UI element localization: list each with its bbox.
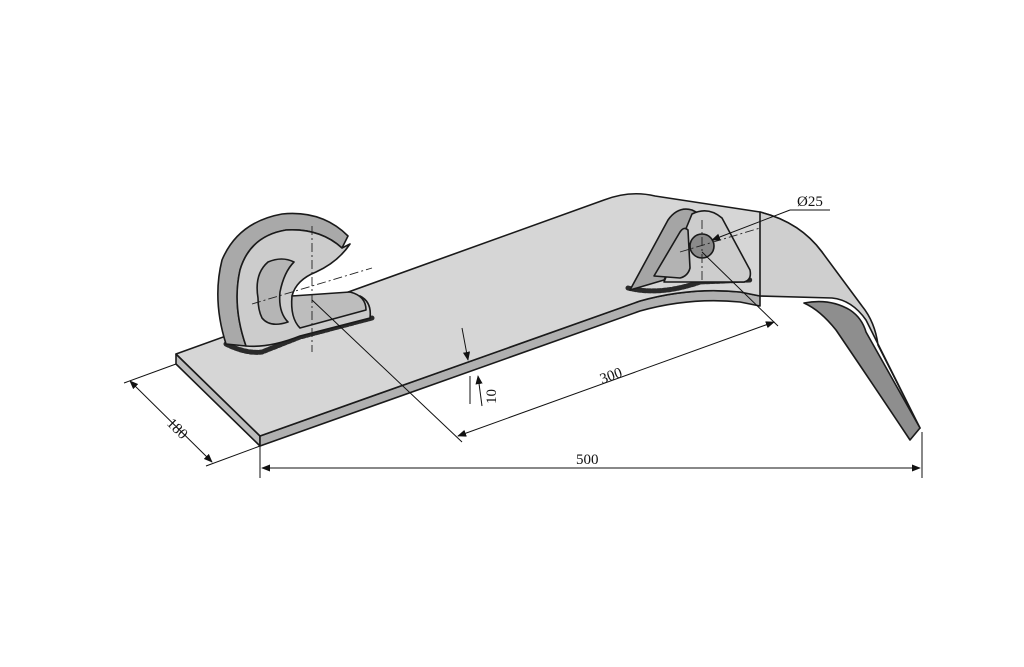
dimension-length-label: 500 [576,452,599,468]
dimension-hole-diameter-label: Ø25 [797,194,823,210]
plate-tail-underside [803,300,921,441]
hook-slot [256,258,295,326]
dimension-length: 500 [259,432,923,478]
hook-centerline-horizontal [251,267,373,305]
dimension-width-label: 180 [163,416,190,443]
lug-window [653,227,691,279]
dimension-hole-spacing-label: 300 [598,365,625,388]
hook-lip [290,291,367,329]
dimension-hole-spacing: 300 [311,251,779,443]
hook-weld [223,315,375,355]
dimension-hole-diameter: Ø25 [711,194,830,241]
plate-bent-tail [759,211,921,429]
hook-bracket [217,212,375,355]
dimension-thickness-label: 10 [484,389,500,404]
dimension-thickness: 10 [461,327,500,407]
lug-bracket [625,208,761,294]
